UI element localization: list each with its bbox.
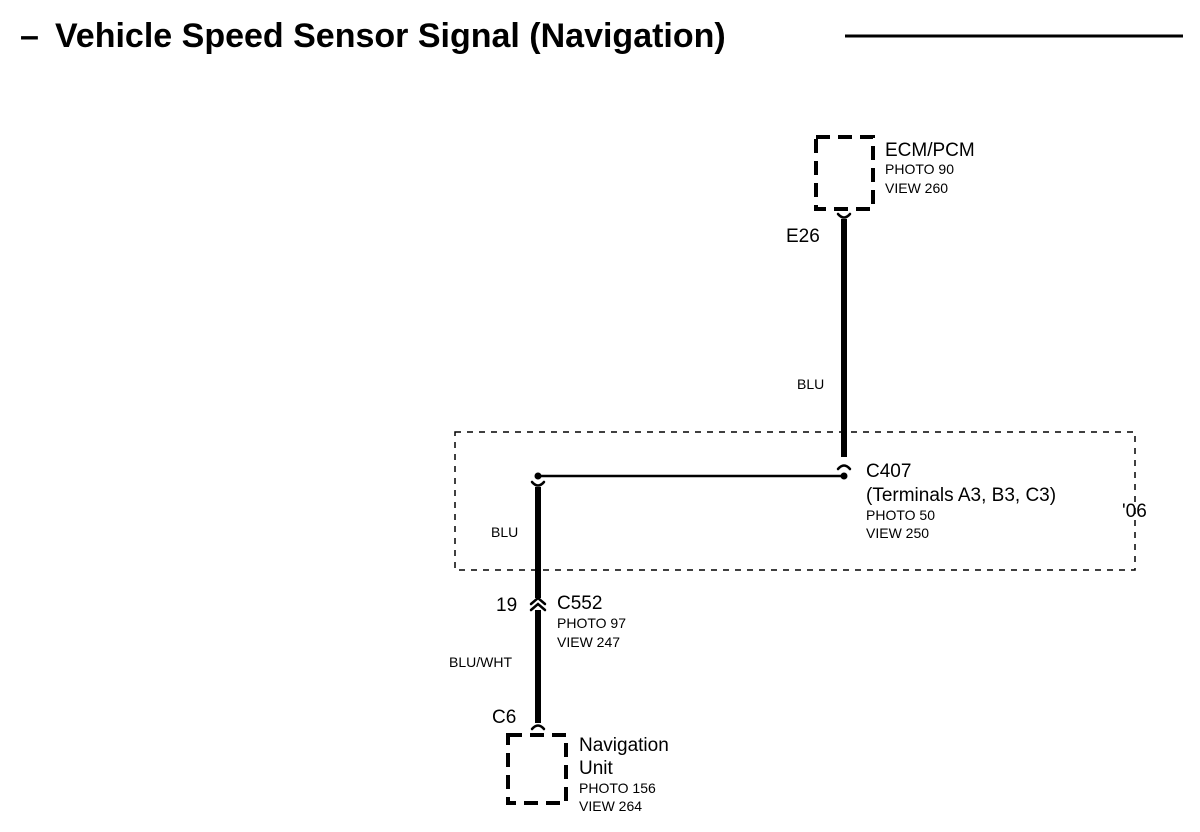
nav-photo-ref: PHOTO 156 [579,780,656,796]
c552-pin-label: 19 [496,595,517,616]
wire-color-c407-c552: BLU [491,524,518,540]
ecm-pcm-label: ECM/PCM [885,140,975,161]
c552-photo-ref: PHOTO 97 [557,615,626,631]
left-junction-dot [534,472,542,480]
wire-color-c552-nav: BLU/WHT [449,654,512,670]
nav-terminal-label: C6 [492,707,516,728]
ecm-pcm-box [814,135,875,211]
wire-color-ecm-c407: BLU [797,376,824,392]
nav-name-line2: Unit [579,758,614,779]
c407-label: C407 [866,461,911,482]
nav-name-line1: Navigation [579,735,669,756]
ecm-photo-ref: PHOTO 90 [885,161,954,177]
c552-connector-symbol [529,596,547,612]
ecm-terminal-symbol [836,212,852,219]
year-note: '06 [1122,501,1147,522]
c407-view-ref: VIEW 250 [866,525,929,541]
navigation-unit-box [506,733,568,805]
c407-connector-symbol [836,464,852,471]
c552-label: C552 [557,593,602,614]
left-connector-symbol [530,480,546,487]
c552-view-ref: VIEW 247 [557,634,620,650]
nav-terminal-symbol [530,724,546,731]
ecm-terminal-label: E26 [786,226,820,247]
splice-zone-box [454,431,1136,571]
ecm-view-ref: VIEW 260 [885,180,948,196]
nav-view-ref: VIEW 264 [579,798,642,814]
title-dash: – [20,17,39,55]
c407-terminals: (Terminals A3, B3, C3) [866,485,1056,506]
diagram-title: Vehicle Speed Sensor Signal (Navigation) [55,17,726,55]
c407-photo-ref: PHOTO 50 [866,507,935,523]
